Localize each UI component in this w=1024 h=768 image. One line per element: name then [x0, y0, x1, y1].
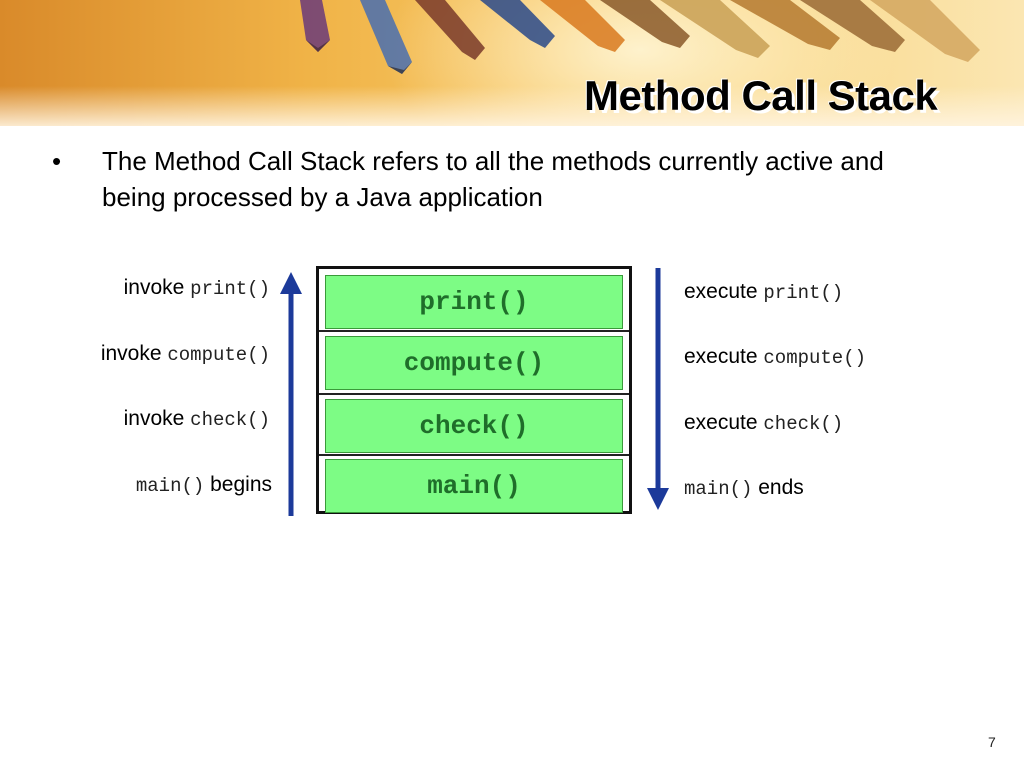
label-suffix: begins	[204, 473, 272, 496]
label-code: check()	[763, 413, 844, 435]
label-code: main()	[684, 478, 753, 500]
left-label-main-begins: main() begins	[136, 473, 272, 497]
label-suffix: ends	[752, 476, 804, 499]
page-number: 7	[988, 734, 996, 750]
label-word: execute	[684, 280, 764, 303]
label-code: compute()	[763, 347, 867, 369]
label-word: invoke	[123, 407, 191, 430]
label-code: print()	[763, 282, 844, 304]
left-label-invoke-compute: invoke compute()	[101, 342, 270, 366]
label-code: main()	[135, 475, 205, 497]
left-label-invoke-print: invoke print()	[124, 276, 270, 300]
bullet-text: The Method Call Stack refers to all the …	[102, 146, 884, 212]
left-label-invoke-check: invoke check()	[124, 407, 270, 431]
stack-divider	[319, 454, 629, 456]
label-word: invoke	[100, 342, 168, 365]
execute-arrow-down	[647, 268, 669, 510]
label-code: compute()	[167, 344, 270, 366]
slide-title: Method Call Stack	[584, 72, 938, 119]
right-label-execute-check: execute check()	[684, 411, 843, 435]
stack-frame-main: main()	[325, 459, 623, 513]
label-code: print()	[190, 278, 270, 300]
stack-frame-compute: compute()	[325, 336, 623, 390]
right-label-execute-compute: execute compute()	[684, 345, 866, 369]
right-label-execute-print: execute print()	[684, 280, 843, 304]
label-word: invoke	[123, 276, 191, 299]
stack-frame-check: check()	[325, 399, 623, 453]
stack-frame-print: print()	[325, 275, 623, 329]
banner-fade	[0, 86, 1024, 126]
label-code: check()	[190, 409, 270, 431]
stack-divider	[319, 330, 629, 332]
right-label-main-ends: main() ends	[684, 476, 804, 500]
invoke-arrow-up	[280, 272, 302, 516]
label-word: execute	[684, 411, 764, 434]
call-stack: print() compute() check() main()	[316, 266, 632, 514]
label-word: execute	[684, 345, 764, 368]
bullet-marker: •	[52, 146, 62, 176]
pencils-decoration	[300, 0, 980, 74]
stack-divider	[319, 393, 629, 395]
header-banner	[0, 0, 1024, 126]
